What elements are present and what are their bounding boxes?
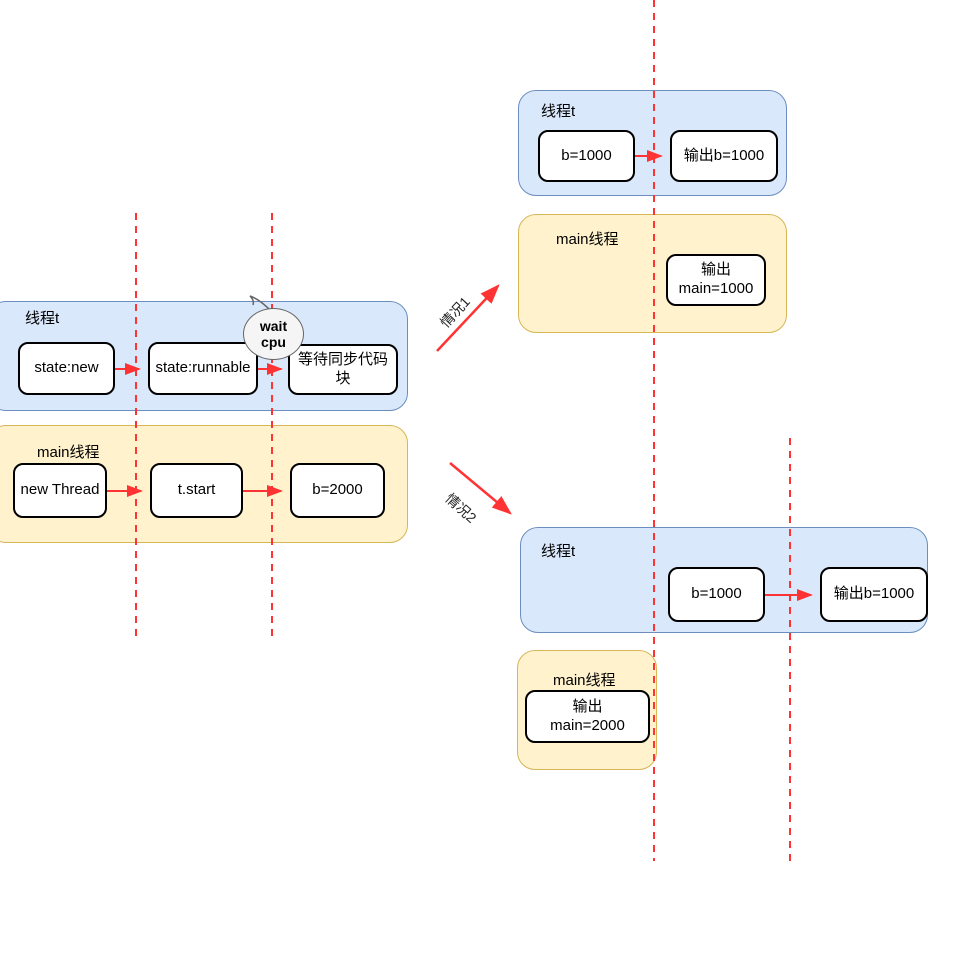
dashed-line-right-1 (653, 0, 655, 861)
scenario1-thread-title: 线程t (541, 103, 576, 120)
node-state-runnable: state:runnable (148, 342, 258, 395)
left-main-title: main线程 (37, 444, 100, 461)
node-t-start: t.start (150, 463, 243, 518)
node-wait-sync-block: 等待同步代码块 (288, 344, 398, 395)
node-s2-b1000: b=1000 (668, 567, 765, 622)
scenario2-main-title: main线程 (553, 672, 616, 689)
scenario1-main-title: main线程 (556, 231, 619, 248)
node-s1-b1000: b=1000 (538, 130, 635, 182)
left-thread-title: 线程t (25, 310, 60, 327)
scenario2-thread-title: 线程t (541, 543, 576, 560)
node-b2000: b=2000 (290, 463, 385, 518)
wait-cpu-bubble: wait cpu (243, 308, 304, 360)
node-new-thread: new Thread (13, 463, 107, 518)
dashed-line-right-2 (789, 438, 791, 861)
node-s1-output-b1000: 输出b=1000 (670, 130, 778, 182)
node-s2-output-b1000: 输出b=1000 (820, 567, 928, 622)
dashed-line-left-2 (271, 213, 273, 637)
scenario2-arrow-label: 情况2 (442, 490, 480, 526)
scenario1-arrow-label: 情况1 (436, 293, 474, 331)
node-s2-output-main2000: 输出 main=2000 (525, 690, 650, 743)
dashed-line-left-1 (135, 213, 137, 637)
node-state-new: state:new (18, 342, 115, 395)
node-s1-output-main1000: 输出 main=1000 (666, 254, 766, 306)
